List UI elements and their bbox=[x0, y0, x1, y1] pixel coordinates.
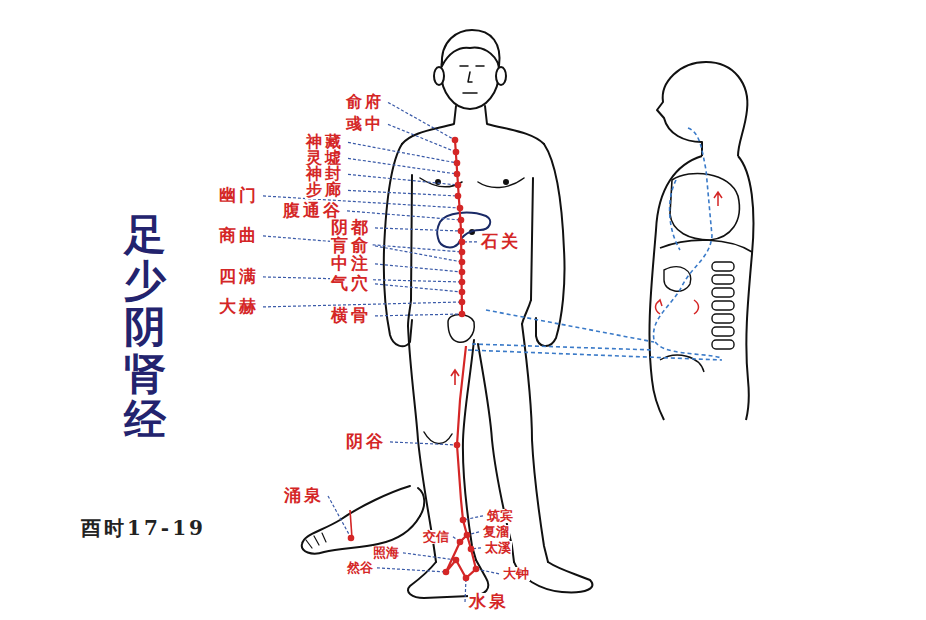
acupoint-dot bbox=[454, 171, 461, 178]
point-label: 阴谷 bbox=[345, 433, 387, 451]
acupoint-dot bbox=[459, 299, 466, 306]
time-note: 酉时17-19 bbox=[80, 518, 207, 539]
point-label: 幽门 bbox=[218, 187, 260, 205]
point-label: 肓俞 bbox=[330, 237, 372, 255]
leader-line bbox=[377, 568, 446, 572]
leader-line bbox=[375, 284, 462, 292]
internal-pathway bbox=[468, 128, 722, 360]
acupoint-dot bbox=[443, 569, 450, 576]
point-label: 步廊 bbox=[305, 182, 345, 199]
point-label: 大赫 bbox=[218, 298, 260, 316]
leader-line bbox=[390, 442, 457, 445]
acupoint-dot bbox=[464, 532, 471, 539]
acupoint-dot bbox=[468, 546, 475, 553]
acupoint-dot bbox=[459, 311, 466, 318]
leader-line bbox=[375, 314, 462, 316]
acupoint-dot bbox=[455, 182, 462, 189]
point-label: 横骨 bbox=[330, 307, 372, 325]
acupoint-dot bbox=[454, 160, 461, 167]
point-label: 四满 bbox=[218, 268, 260, 286]
point-label: 交信 bbox=[422, 530, 450, 544]
acupoint-dot bbox=[459, 279, 466, 286]
acupoint-dot bbox=[459, 289, 466, 296]
acupoint-dot bbox=[452, 137, 459, 144]
leader-line bbox=[388, 124, 456, 152]
acupoint-dot bbox=[459, 249, 466, 256]
point-label: 腹通谷 bbox=[282, 202, 344, 220]
acupoint-dot bbox=[348, 535, 355, 542]
point-label: 神封 bbox=[305, 166, 345, 183]
acupoint-dot bbox=[458, 228, 465, 235]
title-text: 足少阴肾经 bbox=[124, 212, 166, 443]
acupoint-dot bbox=[457, 205, 464, 212]
acupoint-dot bbox=[459, 269, 466, 276]
leader-line bbox=[328, 496, 351, 538]
front-figure bbox=[302, 30, 593, 598]
leader-line bbox=[348, 158, 457, 174]
leader-line bbox=[388, 102, 455, 140]
point-label: 商曲 bbox=[218, 227, 260, 245]
leader-line bbox=[403, 553, 456, 560]
acupoint-dot bbox=[453, 149, 460, 156]
point-label: 中注 bbox=[330, 255, 372, 273]
leader-line bbox=[375, 246, 462, 262]
point-label: 彧中 bbox=[345, 116, 385, 133]
leader-line bbox=[465, 578, 466, 602]
acupoint-dot bbox=[473, 566, 480, 573]
acupoint-dot bbox=[459, 259, 466, 266]
point-label: 灵墟 bbox=[305, 150, 345, 167]
leader-line bbox=[375, 228, 461, 231]
point-label: 涌泉 bbox=[283, 487, 325, 505]
point-label: 阴都 bbox=[330, 219, 372, 237]
point-label: 水泉 bbox=[468, 593, 510, 611]
point-label: 照海 bbox=[372, 546, 400, 560]
acupoint-dot bbox=[458, 217, 465, 224]
point-label: 太溪 bbox=[484, 541, 512, 555]
point-label: 神藏 bbox=[305, 134, 345, 151]
acupoint-dot bbox=[454, 442, 461, 449]
flow-arrows bbox=[656, 192, 723, 314]
point-label: 气穴 bbox=[330, 275, 372, 293]
leader-line bbox=[375, 264, 462, 272]
acupoint-dot bbox=[453, 557, 460, 564]
point-label: 石关 bbox=[480, 233, 522, 251]
acupoint-dot bbox=[460, 517, 467, 524]
point-label: 筑宾 bbox=[486, 509, 514, 523]
point-label: 大钟 bbox=[502, 567, 530, 581]
acupoint-dot bbox=[457, 539, 464, 546]
acupoint-dot bbox=[455, 193, 462, 200]
side-figure bbox=[649, 62, 753, 420]
point-label: 复溜 bbox=[482, 525, 510, 539]
leader-line bbox=[348, 190, 458, 196]
acupoint-dot bbox=[463, 575, 470, 582]
acupoint-dot bbox=[459, 239, 466, 246]
point-label: 俞府 bbox=[345, 94, 385, 111]
leader-line bbox=[476, 569, 499, 574]
point-label: 然谷 bbox=[346, 561, 374, 575]
leader-line bbox=[348, 174, 458, 185]
leader-line bbox=[348, 142, 457, 163]
